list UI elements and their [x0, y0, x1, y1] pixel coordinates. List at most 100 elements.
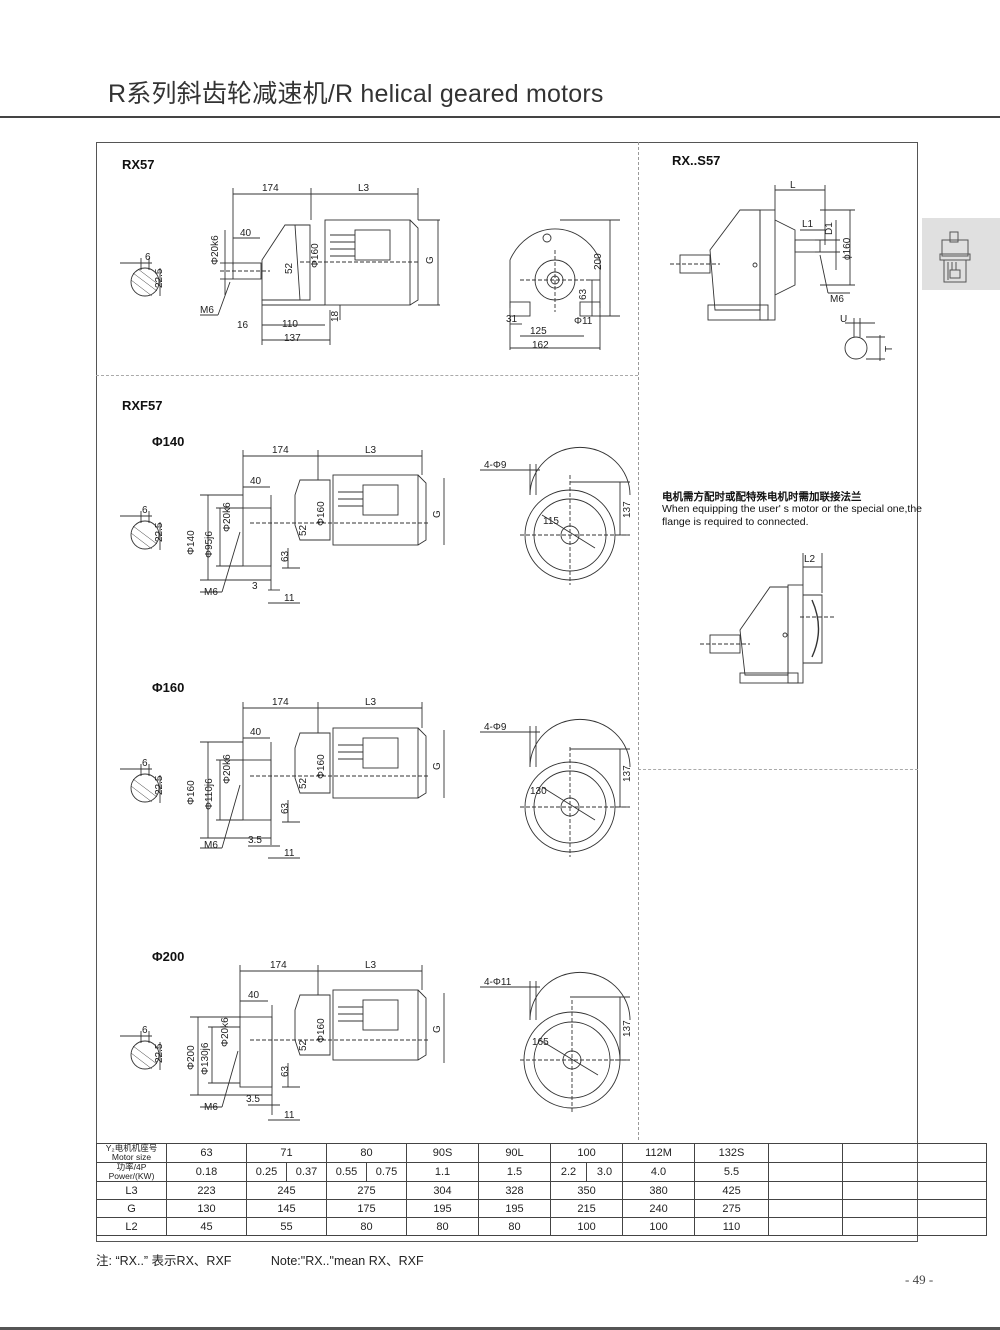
- svg-text:4-Φ11: 4-Φ11: [484, 977, 512, 988]
- table-cell: 100: [622, 1217, 696, 1236]
- svg-text:T: T: [884, 346, 895, 352]
- svg-text:165: 165: [532, 1037, 549, 1048]
- table-cell-empty: [842, 1162, 988, 1182]
- flange-adapter-drawing: L2: [700, 553, 835, 684]
- svg-text:Φ160: Φ160: [186, 780, 197, 805]
- svg-text:22.5: 22.5: [154, 522, 165, 542]
- svg-text:40: 40: [248, 990, 260, 1001]
- svg-text:63: 63: [280, 1065, 291, 1077]
- section-divider: [638, 769, 918, 770]
- section-label-rxf57: RXF57: [122, 398, 163, 413]
- table-cell: 130: [166, 1199, 247, 1218]
- svg-text:Φ11: Φ11: [574, 316, 593, 327]
- rxf57-phi140-drawing: 6 22.5 174 L3 40 Φ140 Φ95j6 Φ20k6 52 Φ16…: [120, 445, 633, 604]
- svg-text:11: 11: [284, 848, 295, 859]
- svg-text:174: 174: [272, 445, 289, 456]
- table-row-l2: L2 45 55 80 80 80 100 100 110: [96, 1217, 988, 1236]
- svg-text:125: 125: [530, 326, 547, 337]
- table-cell: 195: [478, 1199, 551, 1218]
- svg-text:G: G: [432, 510, 443, 518]
- table-cell-empty: [842, 1143, 988, 1163]
- svg-text:ϕ160: ϕ160: [842, 237, 853, 260]
- svg-text:G: G: [425, 256, 436, 264]
- svg-text:Φ130j6: Φ130j6: [200, 1042, 211, 1075]
- svg-text:22.5: 22.5: [154, 268, 165, 288]
- table-cell: 80: [478, 1217, 551, 1236]
- svg-text:52: 52: [298, 524, 309, 536]
- svg-text:L3: L3: [365, 697, 377, 708]
- svg-text:Φ95j6: Φ95j6: [204, 531, 215, 558]
- svg-text:Φ160: Φ160: [310, 243, 321, 268]
- svg-text:110: 110: [282, 319, 298, 330]
- title-divider: [0, 116, 1000, 118]
- svg-text:63: 63: [280, 550, 291, 562]
- table-cell: 240: [622, 1199, 696, 1218]
- svg-text:Φ20k6: Φ20k6: [222, 502, 233, 532]
- svg-text:22.5: 22.5: [154, 775, 165, 795]
- table-cell-empty: [842, 1217, 988, 1236]
- svg-text:11: 11: [284, 1110, 295, 1121]
- column-divider: [638, 142, 639, 1140]
- table-cell: [768, 1181, 844, 1200]
- table-cell: [768, 1199, 844, 1218]
- table-cell: [768, 1143, 844, 1163]
- svg-text:11: 11: [284, 593, 295, 604]
- svg-text:L3: L3: [365, 960, 377, 971]
- table-cell-empty: [842, 1181, 988, 1200]
- table-cell: 350: [549, 1181, 624, 1200]
- table-cell: 80: [406, 1217, 479, 1236]
- row-header: L2: [96, 1217, 167, 1236]
- bottom-divider: [0, 1327, 1000, 1330]
- svg-text:174: 174: [270, 960, 287, 971]
- table-cell: [768, 1217, 844, 1236]
- svg-text:63: 63: [280, 802, 291, 814]
- svg-text:16: 16: [237, 320, 249, 331]
- svg-text:M6: M6: [200, 305, 214, 316]
- svg-text:Φ200: Φ200: [186, 1045, 197, 1070]
- table-cell: 0.37: [286, 1162, 327, 1182]
- svg-text:40: 40: [240, 228, 252, 239]
- svg-text:40: 40: [250, 727, 262, 738]
- svg-text:137: 137: [622, 765, 633, 782]
- svg-text:137: 137: [284, 333, 301, 344]
- variant-label-phi200: Φ200: [152, 949, 185, 964]
- table-cell: 100: [549, 1143, 624, 1163]
- table-row-l3: L3 223 245 275 304 328 350 380 425: [96, 1181, 988, 1200]
- table-cell: 380: [622, 1181, 696, 1200]
- svg-text:63: 63: [578, 288, 589, 300]
- table-cell: 80: [326, 1217, 407, 1236]
- svg-text:L1: L1: [802, 219, 814, 230]
- section-thumbnail-tab[interactable]: [922, 218, 1000, 290]
- table-cell: 275: [326, 1181, 407, 1200]
- svg-text:115: 115: [543, 516, 559, 527]
- table-cell: 304: [406, 1181, 479, 1200]
- svg-text:Φ110j6: Φ110j6: [204, 778, 215, 810]
- svg-text:Φ160: Φ160: [316, 501, 327, 526]
- svg-text:4-Φ9: 4-Φ9: [484, 722, 507, 733]
- svg-text:3.5: 3.5: [246, 1094, 260, 1105]
- table-cell: 100: [549, 1217, 624, 1236]
- section-label-rxs57: RX..S57: [672, 153, 721, 168]
- svg-text:4-Φ9: 4-Φ9: [484, 460, 507, 471]
- drawing-frame: [96, 142, 918, 1242]
- table-cell: 425: [694, 1181, 770, 1200]
- svg-text:137: 137: [622, 1020, 633, 1037]
- svg-text:137: 137: [622, 501, 633, 518]
- table-cell: 215: [549, 1199, 624, 1218]
- table-cell: 245: [246, 1181, 327, 1200]
- svg-text:52: 52: [298, 777, 309, 789]
- svg-text:U: U: [840, 314, 847, 325]
- svg-text:6: 6: [142, 758, 148, 769]
- svg-text:Φ160: Φ160: [316, 1018, 327, 1043]
- svg-text:Φ20k6: Φ20k6: [220, 1017, 231, 1047]
- rxf57-phi200-drawing: 6 22.5 174 L3 40 Φ200 Φ130j6 Φ20k6 52 Φ1…: [120, 960, 633, 1121]
- table-cell: 110: [694, 1217, 770, 1236]
- table-cell: 71: [246, 1143, 327, 1163]
- svg-text:G: G: [432, 1025, 443, 1033]
- svg-text:L3: L3: [365, 445, 377, 456]
- svg-text:M6: M6: [204, 840, 218, 851]
- svg-text:3.5: 3.5: [248, 835, 262, 846]
- footnote: 注: “RX..” 表示RX、RXF Note:"RX.."mean RX、RX…: [96, 1250, 424, 1269]
